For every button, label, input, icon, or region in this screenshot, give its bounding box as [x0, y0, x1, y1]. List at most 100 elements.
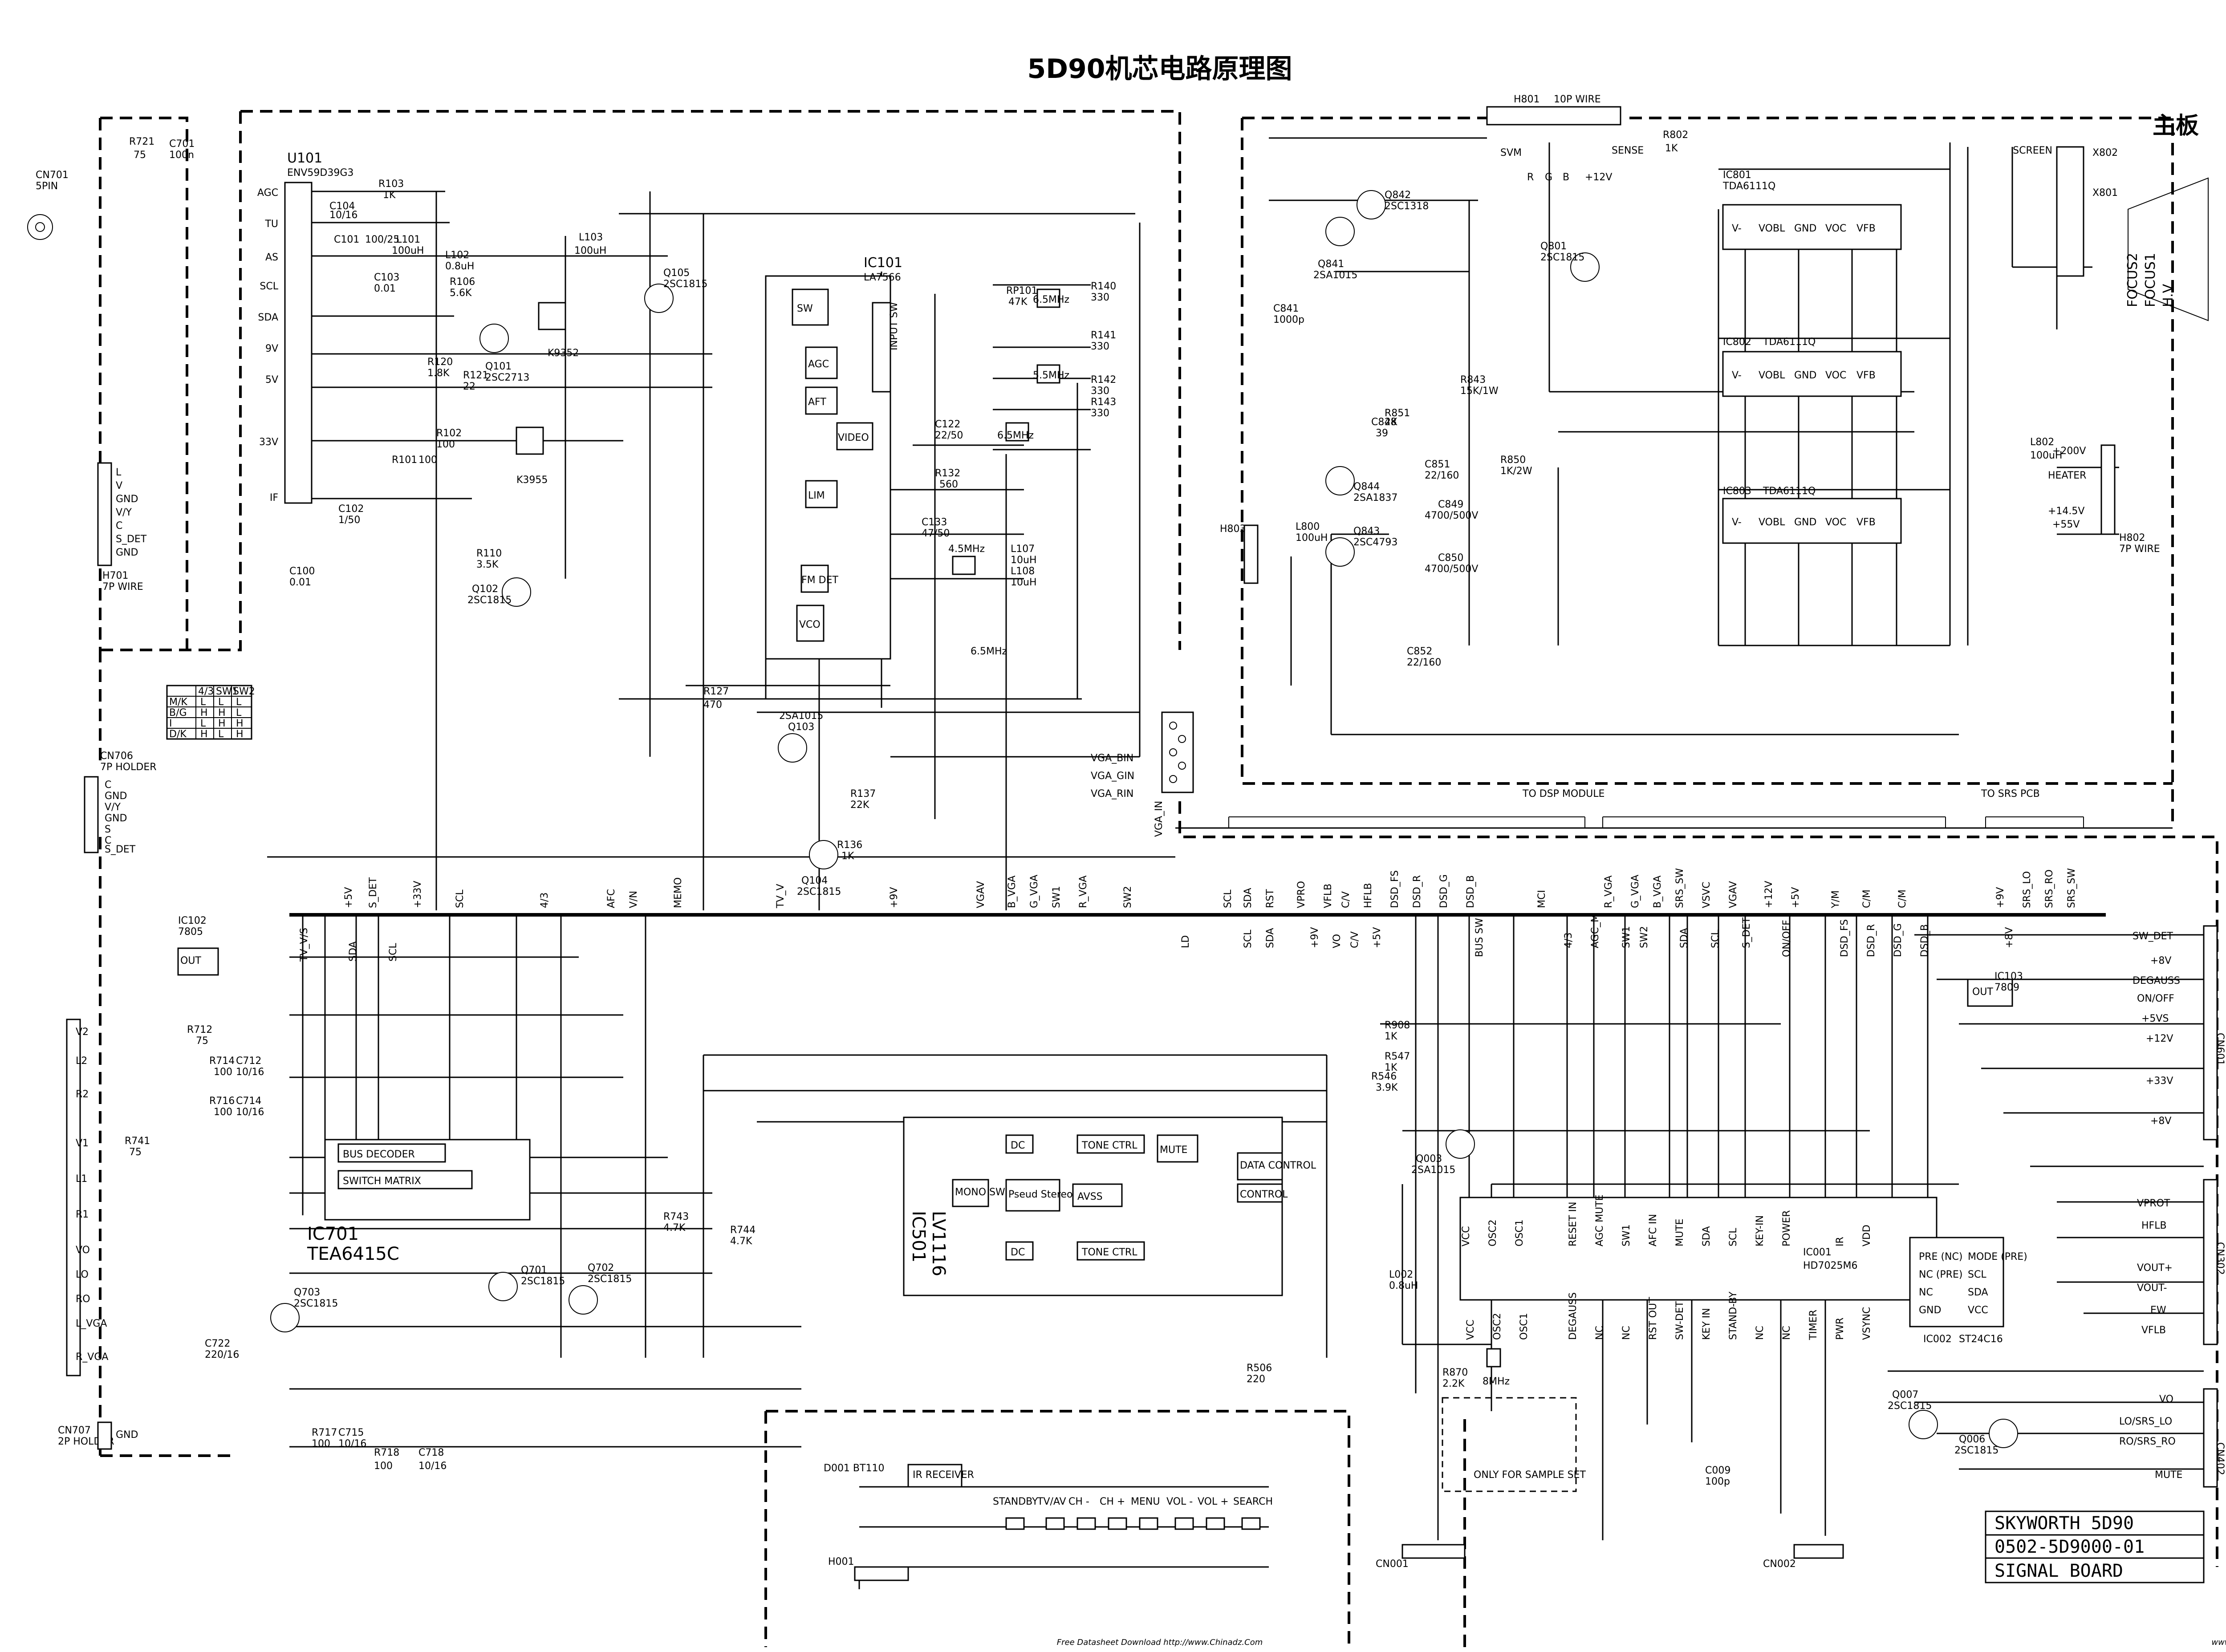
svg-text:BUS SW: BUS SW: [1474, 918, 1485, 957]
svg-text:H701: H701: [102, 570, 129, 581]
ic801-pin-4: VOC: [1825, 223, 1846, 234]
schematic-traces: [289, 137, 2204, 1589]
outline-crt-board: [1241, 117, 2174, 828]
svg-text:Q844: Q844: [1353, 481, 1380, 492]
svg-text:22: 22: [463, 381, 475, 392]
svg-text:VPROT: VPROT: [2137, 1198, 2170, 1209]
svg-text:2SC1815: 2SC1815: [1888, 1400, 1932, 1412]
svg-text:RP101: RP101: [1006, 285, 1038, 296]
ic-ic802: IC802 TDA6111Q V- VOBL GND VOC VFB: [1722, 337, 1902, 397]
connector-h803: H803: [1220, 524, 1259, 584]
ic101-ref: IC101: [864, 255, 902, 271]
svg-text:VPRO: VPRO: [1296, 881, 1307, 908]
svg-text:C100: C100: [289, 566, 315, 577]
svg-text:3.5K: 3.5K: [476, 559, 499, 570]
ic101-block-1: SW: [797, 303, 813, 314]
svg-text:4/3: 4/3: [1563, 933, 1574, 948]
svg-text:VFLB: VFLB: [2141, 1325, 2166, 1336]
svg-text:5PIN: 5PIN: [36, 181, 58, 192]
svg-text:VSVC: VSVC: [1701, 882, 1712, 908]
svg-text:R143: R143: [1091, 397, 1116, 408]
svg-text:C852: C852: [1407, 646, 1432, 657]
svg-text:4.5MHz: 4.5MHz: [948, 544, 985, 555]
ic001-bot-9: KEY IN: [1701, 1308, 1712, 1340]
connector-cn002: CN002: [1763, 1544, 1844, 1570]
svg-text:S: S: [105, 824, 111, 835]
svg-text:4.7K: 4.7K: [663, 1222, 686, 1234]
svg-text:H.V: H.V: [2161, 284, 2176, 307]
svg-text:V: V: [116, 480, 122, 491]
svg-text:M/K: M/K: [169, 697, 187, 708]
svg-text:SW1: SW1: [1051, 886, 1062, 908]
svg-text:S_DET: S_DET: [368, 877, 379, 908]
connector-crt-socket: X802 X801 SCREEN FOCUS2 FOCUS1 H.V: [2013, 145, 2209, 321]
svg-text:L1: L1: [76, 1173, 87, 1185]
table-row: M/K L L L: [169, 697, 242, 708]
svg-text:+200V: +200V: [2052, 446, 2086, 457]
svg-text:R_VGA: R_VGA: [1078, 876, 1089, 908]
svg-text:C103: C103: [374, 272, 399, 283]
keyboard-panel: D001 BT110 IR RECEIVER H001 STANDBY TV/A…: [824, 1463, 1273, 1581]
ic001-bot-5: NC: [1594, 1326, 1605, 1340]
svg-text:Q101: Q101: [485, 361, 512, 372]
key-vol-down: VOL -: [1166, 1496, 1193, 1507]
svg-text:R850: R850: [1500, 455, 1526, 466]
ic802-pin-2: VOBL: [1759, 370, 1785, 381]
table-header-2: SW1: [216, 686, 238, 697]
key-vol-up: VOL +: [1198, 1496, 1229, 1507]
svg-text:CN302: CN302: [2214, 1242, 2226, 1275]
connector-cn706: CN706 7P HOLDER C GND V/Y GND S C S_DET: [84, 751, 157, 855]
svg-text:560: 560: [939, 479, 958, 490]
svg-text:MEMO: MEMO: [673, 877, 684, 908]
svg-text:+9V: +9V: [1309, 927, 1320, 948]
svg-text:6.5MHz: 6.5MHz: [971, 646, 1007, 657]
u101-ref: U101: [287, 150, 322, 166]
table-header-1: 4/3: [198, 686, 214, 697]
svg-text:5.6K: 5.6K: [450, 288, 472, 299]
svg-text:4700/500V: 4700/500V: [1425, 564, 1478, 575]
svg-text:1K/2W: 1K/2W: [1500, 466, 1532, 477]
svg-text:DSD_B: DSD_B: [1919, 924, 1930, 957]
svg-text:OUT: OUT: [1972, 986, 1993, 998]
svg-text:LO: LO: [76, 1269, 89, 1280]
ic101-block-4: VIDEO: [838, 432, 869, 443]
svg-text:2SC1318: 2SC1318: [1385, 201, 1429, 212]
svg-text:TO SRS PCB: TO SRS PCB: [1981, 788, 2040, 800]
svg-text:10/16: 10/16: [236, 1107, 264, 1118]
ic001-top-8: MUTE: [1674, 1219, 1686, 1246]
ic-u101-tuner: U101 ENV59D39G3 AGC TU AS SCL SDA 9V 5V …: [257, 150, 353, 504]
svg-text:TO DSP MODULE: TO DSP MODULE: [1522, 788, 1605, 800]
u101-pin-3: AS: [265, 252, 278, 263]
footer-center: Free Datasheet Download http://www.China…: [1057, 1638, 1263, 1647]
svg-text:10P WIRE: 10P WIRE: [1554, 94, 1601, 105]
ic701-block-1: BUS DECODER: [343, 1149, 415, 1160]
svg-text:H: H: [236, 718, 244, 729]
u101-pin-5: SDA: [258, 312, 278, 323]
ic001-ref: IC001: [1803, 1247, 1832, 1258]
svg-text:V2: V2: [76, 1027, 89, 1038]
keyboard-connector: H001: [828, 1556, 854, 1567]
ic-ic701-tea6415c: BUS DECODER SWITCH MATRIX IC701 TEA6415C: [307, 1139, 531, 1264]
svg-text:10uH: 10uH: [1011, 577, 1036, 588]
svg-text:G_VGA: G_VGA: [1029, 875, 1040, 908]
ic803-pin-2: VOBL: [1759, 517, 1785, 528]
svg-text:L: L: [200, 697, 206, 708]
svg-text:470: 470: [703, 699, 722, 710]
svg-text:R142: R142: [1091, 374, 1116, 386]
ic002-part: ST24C16: [1959, 1334, 2003, 1345]
svg-text:B_VGA: B_VGA: [1652, 876, 1663, 908]
svg-text:C712: C712: [236, 1055, 261, 1067]
svg-text:15K/1W: 15K/1W: [1460, 386, 1499, 397]
svg-text:C/V: C/V: [1349, 931, 1361, 948]
svg-text:Q102: Q102: [472, 584, 498, 595]
svg-text:0.01: 0.01: [374, 283, 396, 294]
svg-text:SCL: SCL: [388, 943, 399, 962]
svg-text:S_DET: S_DET: [1741, 917, 1752, 948]
svg-text:39: 39: [1376, 428, 1388, 439]
svg-text:VO: VO: [1332, 934, 1343, 948]
filter-z102: K3955: [516, 426, 548, 486]
